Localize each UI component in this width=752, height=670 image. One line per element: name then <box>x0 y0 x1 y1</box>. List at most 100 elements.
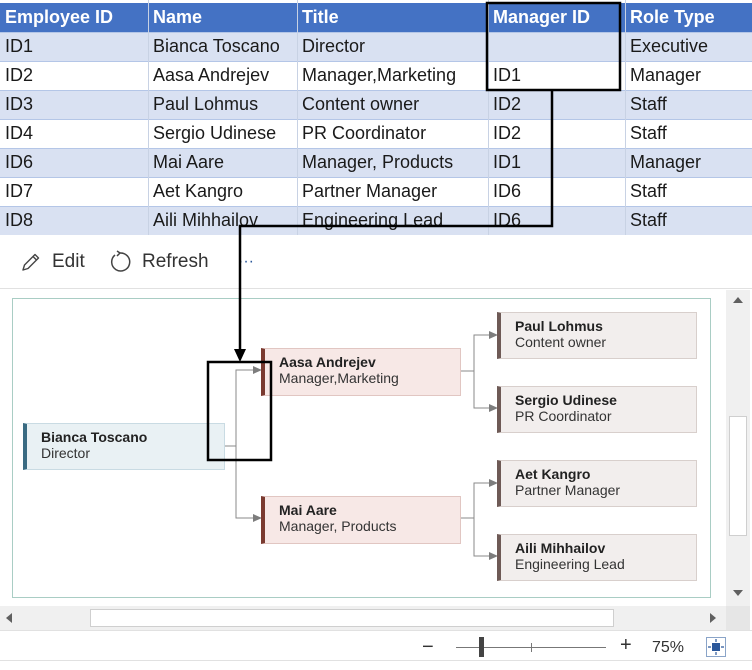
node-title: PR Coordinator <box>515 408 612 424</box>
grid-line <box>0 90 752 91</box>
cell-employee-id[interactable]: ID6 <box>5 152 34 172</box>
node-name: Aasa Andrejev <box>279 354 376 370</box>
header-manager-id[interactable]: Manager ID <box>493 7 591 27</box>
cell-name[interactable]: Aili Mihhailov <box>153 210 259 230</box>
scroll-right-icon[interactable] <box>710 613 716 623</box>
cell-manager-id[interactable]: ID1 <box>493 152 522 172</box>
refresh-button[interactable]: Refresh <box>108 248 209 276</box>
horizontal-scrollbar[interactable] <box>0 606 726 630</box>
edit-button[interactable]: Edit <box>20 248 85 276</box>
node-title: Director <box>41 445 91 461</box>
node-name: Mai Aare <box>279 502 337 518</box>
cell-name[interactable]: Bianca Toscano <box>153 36 280 56</box>
header-title[interactable]: Title <box>302 7 339 27</box>
cell-name[interactable]: Sergio Udinese <box>153 123 277 143</box>
grid-line <box>0 32 752 33</box>
cell-role-type[interactable]: Executive <box>630 36 709 56</box>
org-node-staff[interactable]: Aili Mihhailov Engineering Lead <box>497 534 697 581</box>
cell-title[interactable]: Partner Manager <box>302 181 438 201</box>
vertical-scroll-thumb[interactable] <box>729 416 747 536</box>
cell-name[interactable]: Aet Kangro <box>153 181 244 201</box>
cell-role-type[interactable]: Staff <box>630 123 667 143</box>
edit-label: Edit <box>52 251 85 272</box>
cell-manager-id[interactable]: ID2 <box>493 94 522 114</box>
bottom-grid-fragment <box>0 660 752 670</box>
table-row: ID8 Aili Mihhailov Engineering Lead ID6 … <box>0 206 752 235</box>
header-role-type[interactable]: Role Type <box>630 7 715 27</box>
cell-role-type[interactable]: Staff <box>630 94 667 114</box>
org-node-staff[interactable]: Paul Lohmus Content owner <box>497 312 697 359</box>
cell-role-type[interactable]: Staff <box>630 181 667 201</box>
cell-name[interactable]: Paul Lohmus <box>153 94 259 114</box>
header-name[interactable]: Name <box>153 7 203 27</box>
more-options-button[interactable]: ··· <box>238 253 254 270</box>
org-node-staff[interactable]: Aet Kangro Partner Manager <box>497 460 697 507</box>
zoom-level: 75% <box>652 639 685 656</box>
header-employee-id[interactable]: Employee ID <box>5 7 114 27</box>
cell-role-type[interactable]: Manager <box>630 65 702 85</box>
grid-line <box>297 0 298 235</box>
cell-manager-id[interactable]: ID2 <box>493 123 522 143</box>
node-title: Manager,Marketing <box>279 370 399 386</box>
cell-role-type[interactable]: Manager <box>630 152 702 172</box>
table-row: ID4 Sergio Udinese PR Coordinator ID2 St… <box>0 119 752 148</box>
cell-employee-id[interactable]: ID2 <box>5 65 34 85</box>
org-node-staff[interactable]: Sergio Udinese PR Coordinator <box>497 386 697 433</box>
refresh-label: Refresh <box>142 251 209 272</box>
pencil-icon <box>22 253 40 271</box>
horizontal-scroll-thumb[interactable] <box>90 609 614 627</box>
table-row: ID6 Mai Aare Manager, Products ID1 Manag… <box>0 148 752 177</box>
highlight-box-connector <box>206 360 273 462</box>
zoom-out-button[interactable]: − <box>422 636 434 658</box>
scroll-left-icon[interactable] <box>6 613 12 623</box>
zoom-in-button[interactable]: + <box>620 634 632 656</box>
node-title: Partner Manager <box>515 482 621 498</box>
annotation-arrow-line <box>238 90 554 352</box>
cell-role-type[interactable]: Staff <box>630 210 667 230</box>
cell-manager-id[interactable]: ID1 <box>493 65 522 85</box>
grid-line <box>488 0 489 235</box>
cell-title[interactable]: Content owner <box>302 94 420 114</box>
grid-line <box>625 0 626 235</box>
cell-title[interactable]: Manager, Products <box>302 152 454 172</box>
cell-title[interactable]: PR Coordinator <box>302 123 427 143</box>
table-row: ID1 Bianca Toscano Director Executive <box>0 32 752 61</box>
org-node-manager[interactable]: Mai Aare Manager, Products <box>261 496 461 544</box>
cell-title[interactable]: Manager,Marketing <box>302 65 457 85</box>
node-title: Engineering Lead <box>515 556 625 572</box>
cell-title[interactable]: Director <box>302 36 366 56</box>
node-name: Paul Lohmus <box>515 318 603 334</box>
scroll-up-icon[interactable] <box>733 297 743 303</box>
org-node-manager[interactable]: Aasa Andrejev Manager,Marketing <box>261 348 461 396</box>
cell-employee-id[interactable]: ID7 <box>5 181 34 201</box>
scroll-down-icon[interactable] <box>733 590 743 596</box>
refresh-icon <box>110 250 131 272</box>
arrow-head-icon <box>234 349 246 362</box>
node-title: Manager, Products <box>279 518 397 534</box>
vertical-scrollbar[interactable] <box>726 290 750 606</box>
employee-table: Employee ID Name Title Manager ID Role T… <box>0 0 752 235</box>
cell-manager-id[interactable]: ID6 <box>493 181 522 201</box>
grid-line <box>0 177 752 178</box>
zoom-slider-thumb[interactable] <box>479 637 484 657</box>
cell-employee-id[interactable]: ID3 <box>5 94 34 114</box>
node-name: Aili Mihhailov <box>515 540 606 556</box>
table-row: ID7 Aet Kangro Partner Manager ID6 Staff <box>0 177 752 206</box>
node-title: Content owner <box>515 334 607 350</box>
scroll-corner <box>726 606 750 630</box>
cell-employee-id[interactable]: ID8 <box>5 210 34 230</box>
cell-employee-id[interactable]: ID4 <box>5 123 34 143</box>
org-node-root[interactable]: Bianca Toscano Director <box>23 423 225 470</box>
node-name: Bianca Toscano <box>41 429 148 445</box>
table-row: ID3 Paul Lohmus Content owner ID2 Staff <box>0 90 752 119</box>
cell-name[interactable]: Mai Aare <box>153 152 225 172</box>
grid-line <box>0 61 752 62</box>
node-name: Aet Kangro <box>515 466 591 482</box>
cell-employee-id[interactable]: ID1 <box>5 36 34 56</box>
highlight-box-manager-id <box>485 1 622 92</box>
fit-to-window-button[interactable] <box>706 637 726 657</box>
table-header-row: Employee ID Name Title Manager ID Role T… <box>0 3 752 32</box>
cell-name[interactable]: Aasa Andrejev <box>153 65 270 85</box>
